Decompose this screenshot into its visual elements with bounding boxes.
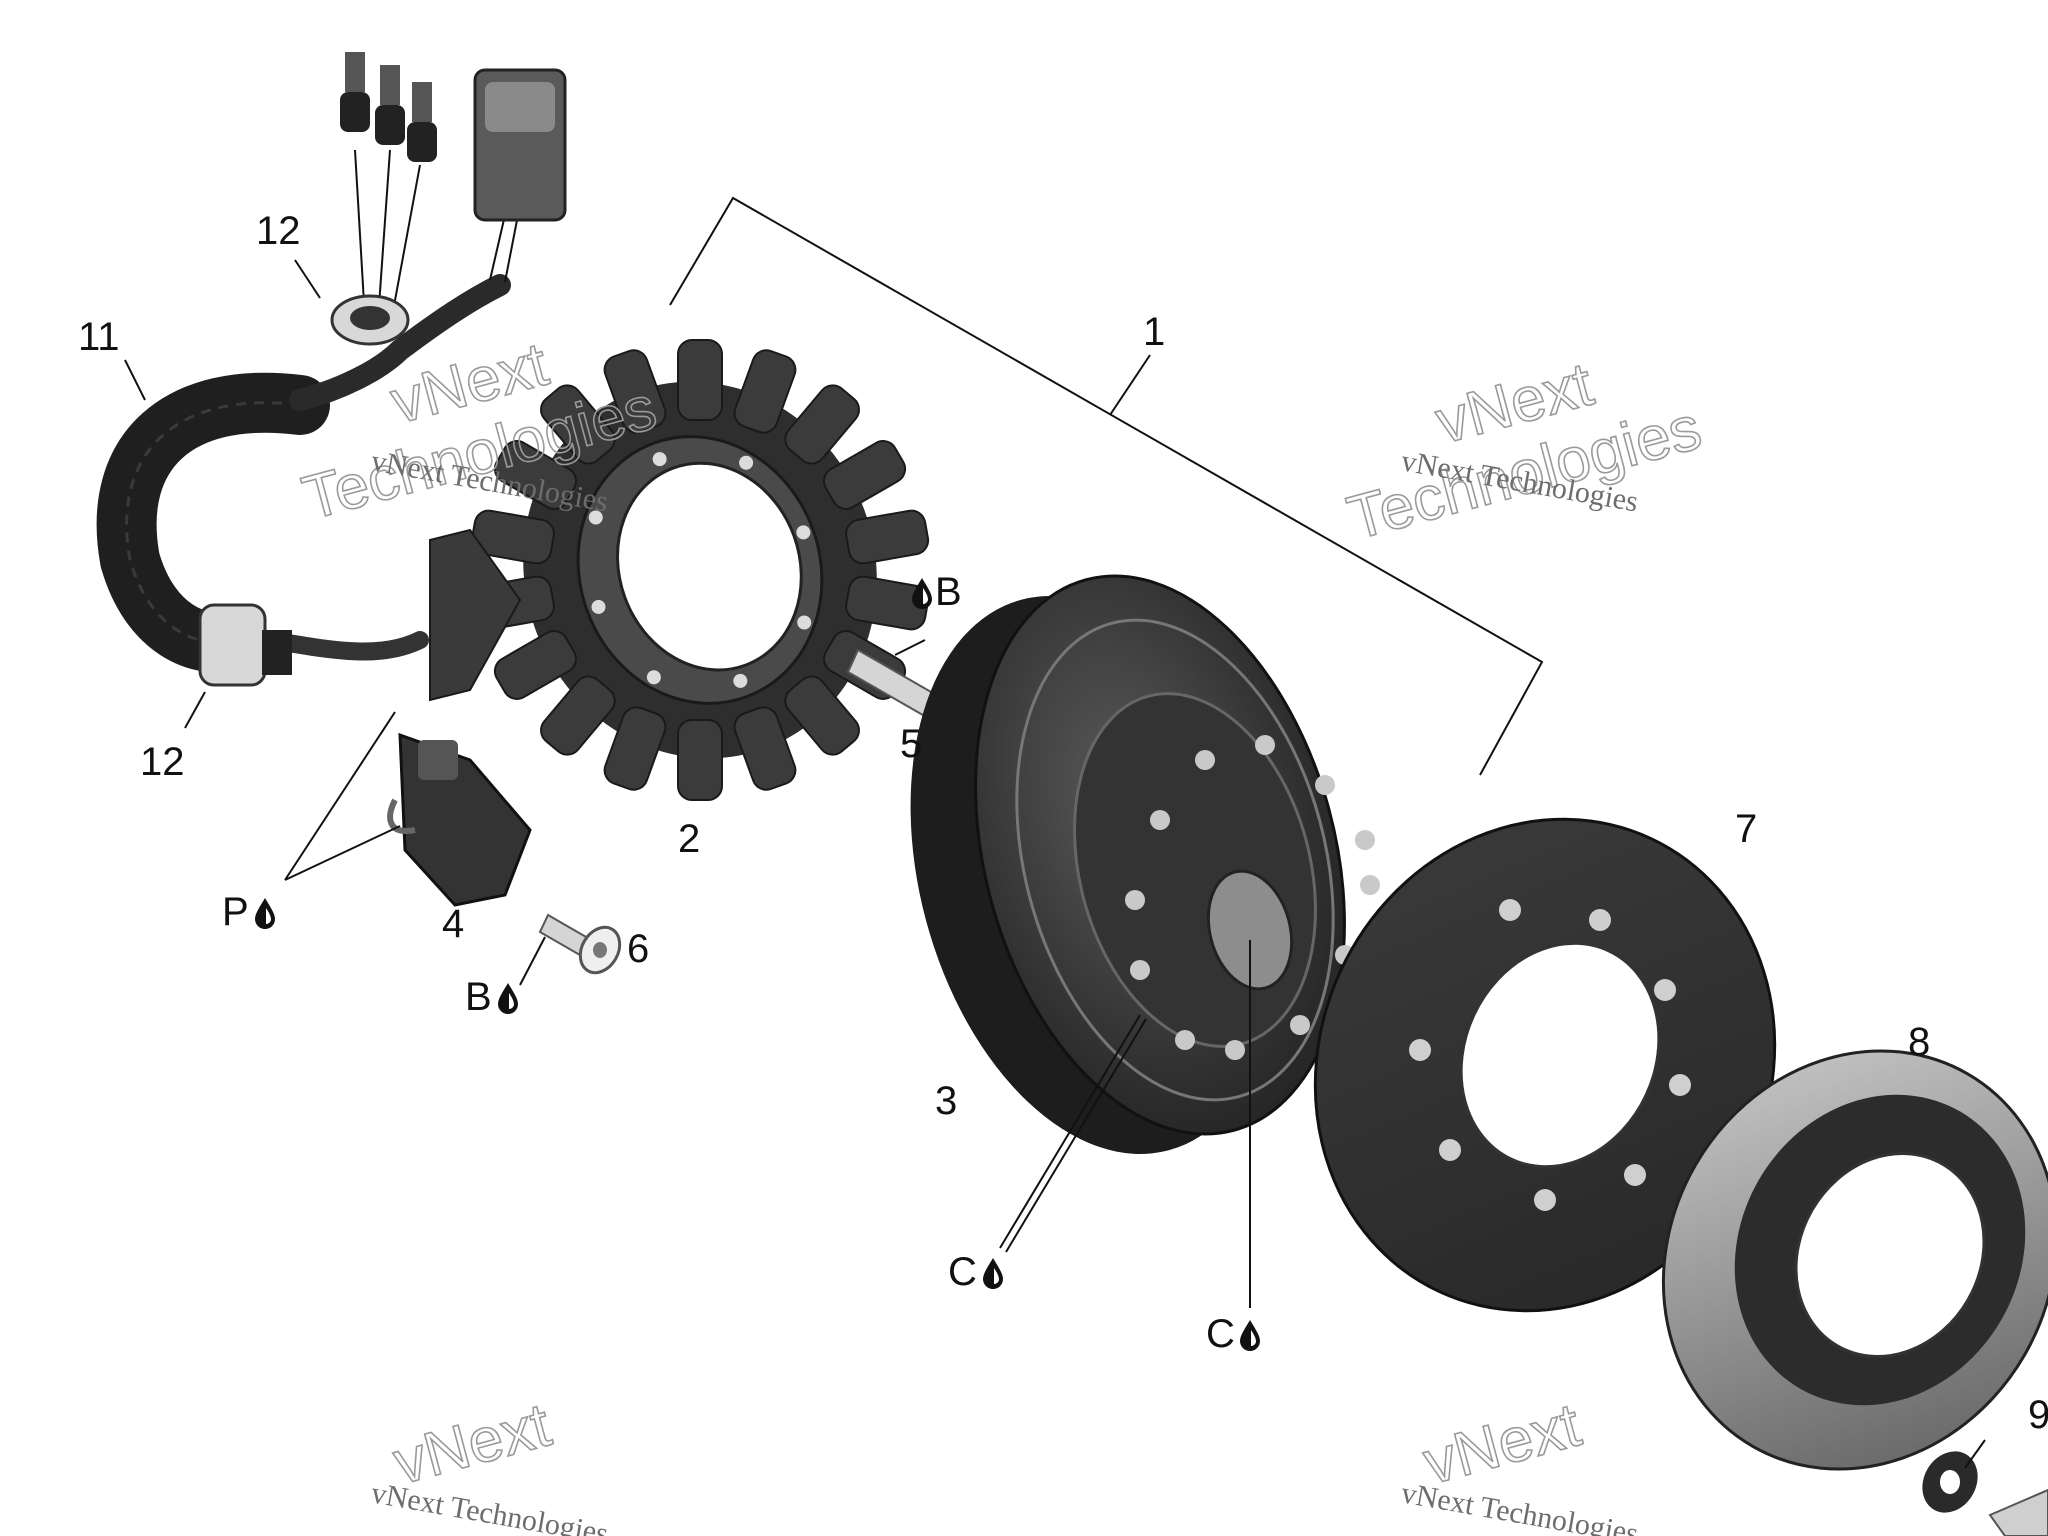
callout-12-top: 12	[256, 209, 301, 253]
callout-1: 1	[1143, 310, 1165, 354]
lubricant-drop-icon	[498, 983, 518, 1014]
callout-2: 2	[678, 817, 700, 861]
callout-12-bottom: 12	[140, 740, 185, 784]
leader-lines	[124, 259, 1986, 1469]
lubricant-drop-icon	[255, 898, 275, 929]
washer	[1922, 1451, 2048, 1536]
callout-5: 5	[900, 722, 922, 766]
wiring-harness	[96, 52, 567, 687]
callout-4: 4	[442, 902, 464, 946]
watermark-line1: vNext	[387, 1390, 558, 1498]
trigger-plate	[1313, 817, 1777, 1313]
screw-6	[538, 913, 622, 975]
assembly-bracket	[669, 196, 1544, 776]
lube-code-b-bottom: B	[465, 975, 492, 1019]
crankshaft-position-sensor	[387, 732, 532, 907]
callout-11: 11	[78, 315, 120, 359]
lube-code-c-right: C	[1206, 1312, 1235, 1356]
lubricant-codes: B P B C C	[222, 570, 1260, 1356]
callout-3: 3	[935, 1079, 957, 1123]
lubricant-drop-icon	[912, 578, 932, 609]
callout-6: 6	[627, 927, 649, 971]
lubricant-drop-icon	[983, 1258, 1003, 1289]
watermark-small: vNext Technologies	[369, 1476, 611, 1536]
stator	[429, 339, 930, 801]
callout-8: 8	[1908, 1020, 1930, 1064]
watermark-small: vNext Technologies	[1399, 1476, 1641, 1536]
callout-7: 7	[1735, 807, 1757, 851]
lubricant-drop-icon	[1240, 1320, 1260, 1351]
lube-code-c-left: C	[948, 1250, 977, 1294]
flywheel	[910, 574, 1380, 1154]
callout-labels: 1 2 3 4 5 6 7 8 9 11 12 12	[78, 209, 2048, 1437]
callout-9: 9	[2028, 1393, 2048, 1437]
watermark-line1: vNext	[1417, 1390, 1588, 1498]
starter-ring	[1661, 1049, 2048, 1471]
lube-code-p: P	[222, 890, 249, 934]
lube-code-b-top: B	[935, 570, 962, 614]
